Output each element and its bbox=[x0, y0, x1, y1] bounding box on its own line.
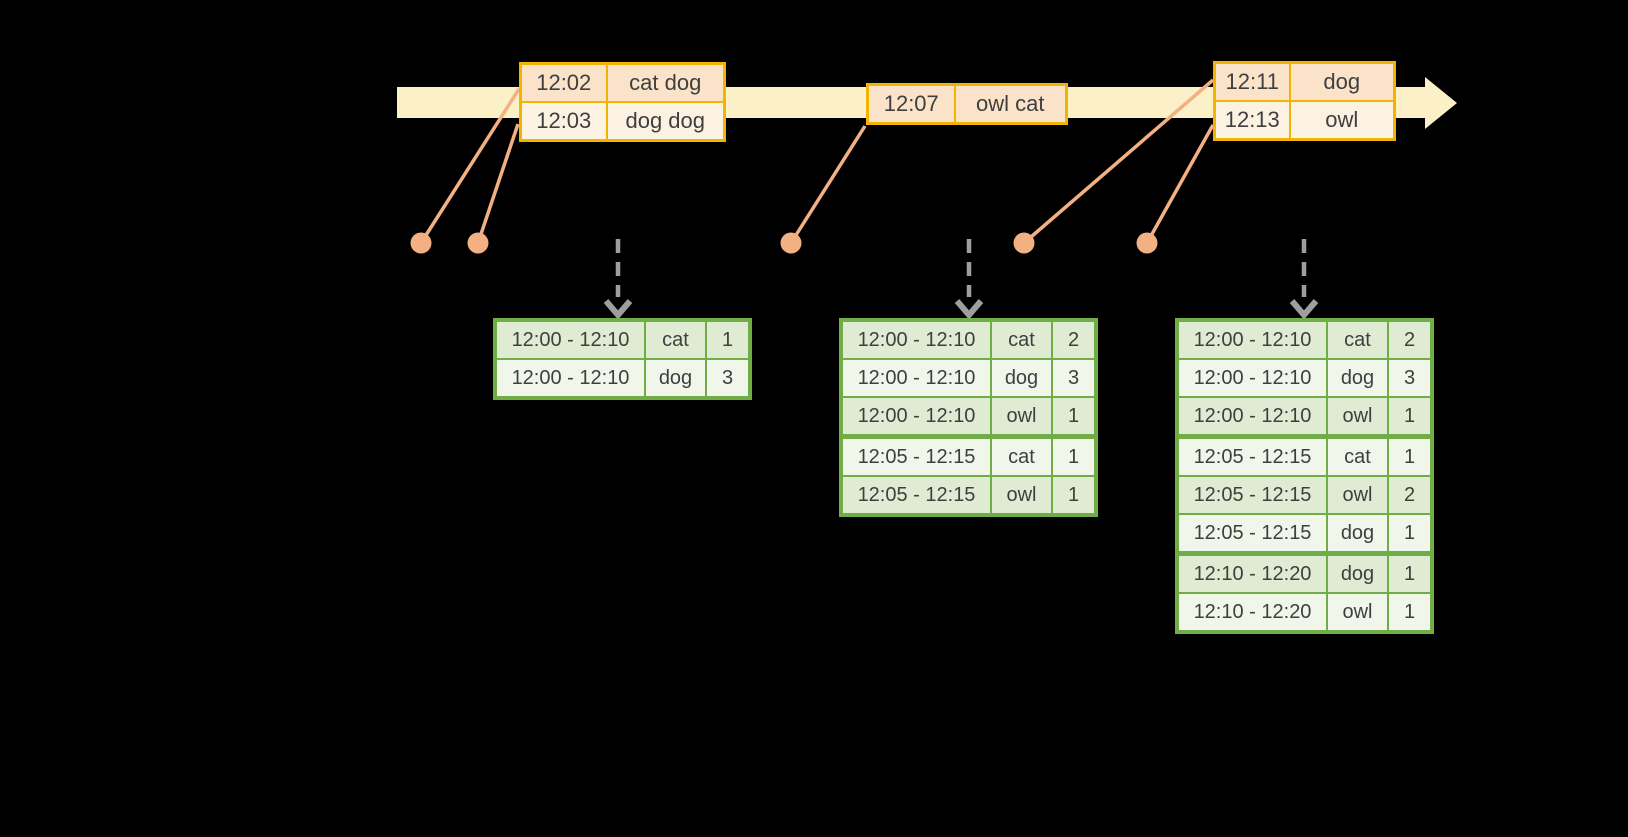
table-row: 12:00 - 12:10 dog 3 bbox=[840, 358, 1097, 398]
event-time: 12:02 bbox=[519, 62, 608, 103]
window-cell: 12:00 - 12:10 bbox=[840, 319, 992, 360]
table-row: 12:05 - 12:15 owl 2 bbox=[1176, 475, 1433, 515]
table-row: 12:00 - 12:10 dog 3 bbox=[494, 358, 751, 399]
connector-line bbox=[419, 88, 521, 244]
table-row: 12:00 - 12:10 cat 2 bbox=[1176, 319, 1433, 360]
arrow-down-icon bbox=[603, 299, 633, 320]
event-table-1202: 12:02 cat dog 12:03 dog dog bbox=[519, 62, 726, 142]
event-dot-icon bbox=[780, 232, 802, 254]
count-cell: 1 bbox=[1387, 396, 1433, 439]
event-words: cat dog bbox=[605, 62, 726, 103]
event-table-1207: 12:07 owl cat bbox=[866, 83, 1068, 125]
timeline-arrowhead-icon bbox=[1425, 77, 1457, 129]
result-table-3: 12:00 - 12:10 cat 2 12:00 - 12:10 dog 3 … bbox=[1175, 318, 1434, 634]
word-cell: cat bbox=[990, 319, 1053, 360]
count-cell: 3 bbox=[705, 358, 751, 399]
window-cell: 12:00 - 12:10 bbox=[1176, 358, 1328, 398]
window-cell: 12:00 - 12:10 bbox=[1176, 319, 1328, 360]
event-words: dog dog bbox=[605, 101, 726, 142]
table-row: 12:05 - 12:15 owl 1 bbox=[840, 475, 1097, 516]
count-cell: 1 bbox=[1051, 435, 1097, 477]
table-row: 12:05 - 12:15 cat 1 bbox=[840, 435, 1097, 477]
word-cell: dog bbox=[1326, 552, 1389, 594]
window-cell: 12:00 - 12:10 bbox=[494, 319, 646, 360]
word-cell: dog bbox=[1326, 513, 1389, 556]
count-cell: 1 bbox=[1387, 513, 1433, 556]
event-dots bbox=[410, 232, 1158, 254]
event-dot-icon bbox=[467, 232, 489, 254]
count-cell: 1 bbox=[1051, 475, 1097, 516]
window-cell: 12:10 - 12:20 bbox=[1176, 592, 1328, 633]
event-connectors bbox=[419, 78, 1215, 245]
count-cell: 2 bbox=[1387, 475, 1433, 515]
table-row: 12:00 - 12:10 cat 2 bbox=[840, 319, 1097, 360]
window-cell: 12:05 - 12:15 bbox=[1176, 513, 1328, 556]
count-cell: 1 bbox=[1387, 592, 1433, 633]
table-row: 12:00 - 12:10 owl 1 bbox=[840, 396, 1097, 439]
table-row: 12:00 - 12:10 owl 1 bbox=[1176, 396, 1433, 439]
table-row: 12:05 - 12:15 dog 1 bbox=[1176, 513, 1433, 556]
event-dot-icon bbox=[1136, 232, 1158, 254]
word-cell: cat bbox=[644, 319, 707, 360]
event-words: dog bbox=[1288, 61, 1396, 102]
window-cell: 12:00 - 12:10 bbox=[840, 358, 992, 398]
window-cell: 12:10 - 12:20 bbox=[1176, 552, 1328, 594]
word-cell: dog bbox=[644, 358, 707, 399]
word-cell: owl bbox=[1326, 592, 1389, 633]
word-cell: dog bbox=[990, 358, 1053, 398]
table-row: 12:05 - 12:15 cat 1 bbox=[1176, 435, 1433, 477]
word-cell: cat bbox=[990, 435, 1053, 477]
word-cell: owl bbox=[1326, 396, 1389, 439]
word-cell: cat bbox=[1326, 435, 1389, 477]
table-row: 12:07 owl cat bbox=[866, 83, 1068, 125]
arrow-down-icon bbox=[954, 299, 984, 320]
table-row: 12:10 - 12:20 owl 1 bbox=[1176, 592, 1433, 633]
connector-line bbox=[789, 125, 867, 244]
window-cell: 12:05 - 12:15 bbox=[1176, 475, 1328, 515]
table-row: 12:00 - 12:10 dog 3 bbox=[1176, 358, 1433, 398]
event-words: owl cat bbox=[953, 83, 1068, 125]
count-cell: 1 bbox=[1051, 396, 1097, 439]
trigger-arrows bbox=[603, 239, 1319, 320]
event-words: owl bbox=[1288, 100, 1396, 141]
window-cell: 12:00 - 12:10 bbox=[494, 358, 646, 399]
window-cell: 12:05 - 12:15 bbox=[1176, 435, 1328, 477]
event-time: 12:13 bbox=[1213, 100, 1291, 141]
event-time: 12:03 bbox=[519, 101, 608, 142]
count-cell: 2 bbox=[1387, 319, 1433, 360]
count-cell: 1 bbox=[1387, 435, 1433, 477]
table-row: 12:11 dog bbox=[1213, 61, 1396, 102]
table-row: 12:00 - 12:10 cat 1 bbox=[494, 319, 751, 360]
event-dot-icon bbox=[410, 232, 432, 254]
word-cell: owl bbox=[990, 475, 1053, 516]
event-time: 12:11 bbox=[1213, 61, 1291, 102]
count-cell: 1 bbox=[1387, 552, 1433, 594]
connector-line bbox=[476, 123, 520, 244]
window-cell: 12:05 - 12:15 bbox=[840, 435, 992, 477]
arrow-down-icon bbox=[1289, 299, 1319, 320]
count-cell: 2 bbox=[1051, 319, 1097, 360]
event-time: 12:07 bbox=[866, 83, 956, 125]
word-cell: dog bbox=[1326, 358, 1389, 398]
window-cell: 12:05 - 12:15 bbox=[840, 475, 992, 516]
window-cell: 12:00 - 12:10 bbox=[840, 396, 992, 439]
event-dot-icon bbox=[1013, 232, 1035, 254]
count-cell: 1 bbox=[705, 319, 751, 360]
window-cell: 12:00 - 12:10 bbox=[1176, 396, 1328, 439]
result-table-2: 12:00 - 12:10 cat 2 12:00 - 12:10 dog 3 … bbox=[839, 318, 1098, 517]
word-cell: owl bbox=[990, 396, 1053, 439]
word-cell: owl bbox=[1326, 475, 1389, 515]
table-row: 12:02 cat dog bbox=[519, 62, 726, 103]
count-cell: 3 bbox=[1387, 358, 1433, 398]
event-table-1211: 12:11 dog 12:13 owl bbox=[1213, 61, 1396, 141]
table-row: 12:03 dog dog bbox=[519, 101, 726, 142]
connector-line bbox=[1145, 124, 1215, 244]
word-cell: cat bbox=[1326, 319, 1389, 360]
connector-line bbox=[1022, 78, 1215, 245]
result-table-1: 12:00 - 12:10 cat 1 12:00 - 12:10 dog 3 bbox=[493, 318, 752, 400]
table-row: 12:10 - 12:20 dog 1 bbox=[1176, 552, 1433, 594]
count-cell: 3 bbox=[1051, 358, 1097, 398]
table-row: 12:13 owl bbox=[1213, 100, 1396, 141]
